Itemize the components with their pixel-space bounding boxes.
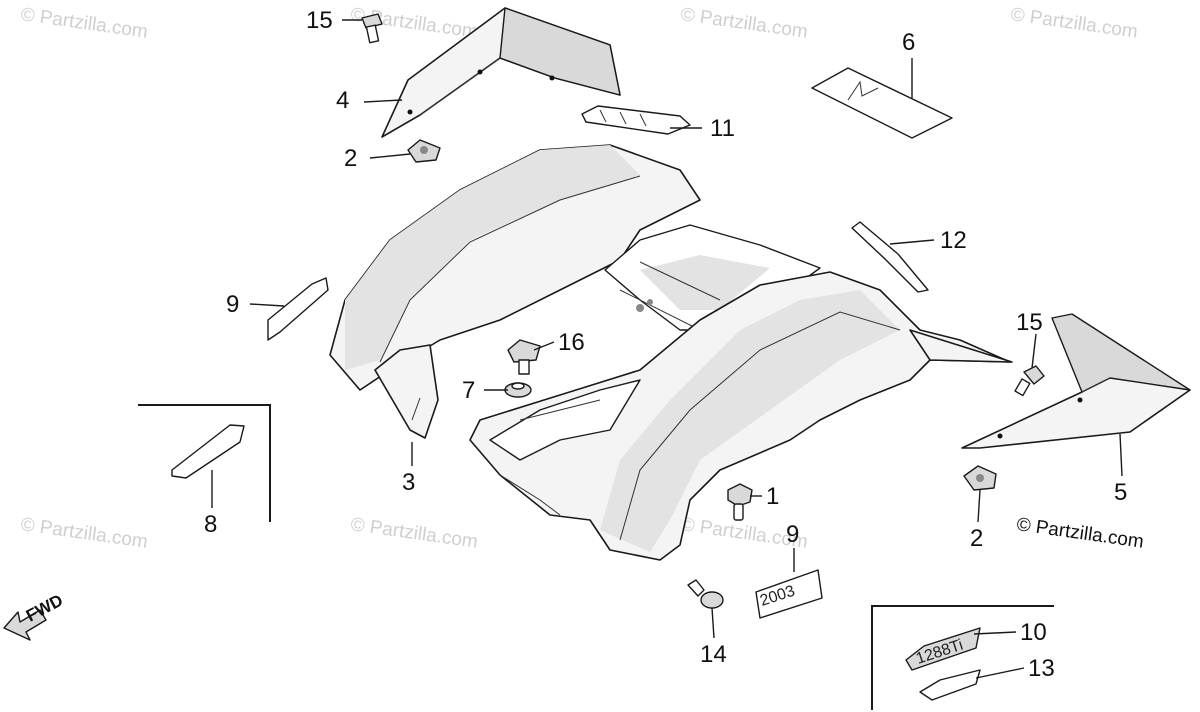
part-16-bolt[interactable]	[507, 339, 541, 375]
watermark: © Partzilla.com	[19, 514, 149, 553]
forward-arrow: FWD	[3, 591, 66, 641]
callout-10: 10	[1020, 619, 1047, 646]
part-9-decal-left[interactable]	[267, 277, 329, 341]
part-8-callout-box	[138, 404, 271, 522]
part-9-badge[interactable]: 2003	[755, 569, 823, 619]
callout-15-right: 15	[1016, 309, 1043, 336]
callouts: 15 4 2 11 6 12 9 16 7 3 1 15 5 2 8 9 14 …	[204, 7, 1127, 682]
part-6-decal[interactable]	[811, 67, 953, 139]
watermark: © Partzilla.com	[679, 4, 809, 43]
part-5-mud-flap[interactable]	[961, 313, 1191, 449]
part-12-strip[interactable]	[851, 221, 929, 293]
callout-4: 4	[336, 87, 349, 114]
leader-lines	[211, 19, 1123, 679]
callout-2-right: 2	[970, 525, 983, 552]
part-15-bolt-right[interactable]	[1014, 365, 1045, 397]
part-15-bolt-top[interactable]	[361, 13, 383, 44]
watermark: © Partzilla.com	[19, 4, 149, 43]
part-11-decal[interactable]	[581, 105, 691, 135]
part-7-collar[interactable]	[504, 382, 532, 398]
callout-15-top: 15	[306, 7, 333, 34]
watermark: © Partzilla.com	[349, 514, 479, 553]
callout-16: 16	[558, 329, 585, 356]
callout-6: 6	[902, 29, 915, 56]
callout-13: 13	[1028, 655, 1055, 682]
part-2-clip-nut-right[interactable]	[963, 465, 997, 491]
callout-8: 8	[204, 511, 217, 538]
callout-1: 1	[766, 483, 779, 510]
watermark: © Partzilla.com	[1009, 4, 1139, 43]
rear-fender-body[interactable]	[329, 144, 1013, 561]
callout-9-left: 9	[226, 291, 239, 318]
callout-12: 12	[940, 227, 967, 254]
part-2-clip-nut-top[interactable]	[407, 139, 441, 163]
callout-9-lower: 9	[786, 521, 799, 548]
callout-14: 14	[700, 641, 727, 668]
callout-3: 3	[402, 469, 415, 496]
copyright-notice: © Partzilla.com	[1015, 514, 1145, 553]
callout-11: 11	[710, 115, 735, 142]
callout-7: 7	[462, 377, 475, 404]
part-4-mud-flap[interactable]	[381, 7, 621, 138]
callout-2-top: 2	[344, 145, 357, 172]
part-14-bolt[interactable]	[687, 579, 724, 609]
part-1-clip[interactable]	[727, 483, 753, 521]
callout-5: 5	[1114, 479, 1127, 506]
